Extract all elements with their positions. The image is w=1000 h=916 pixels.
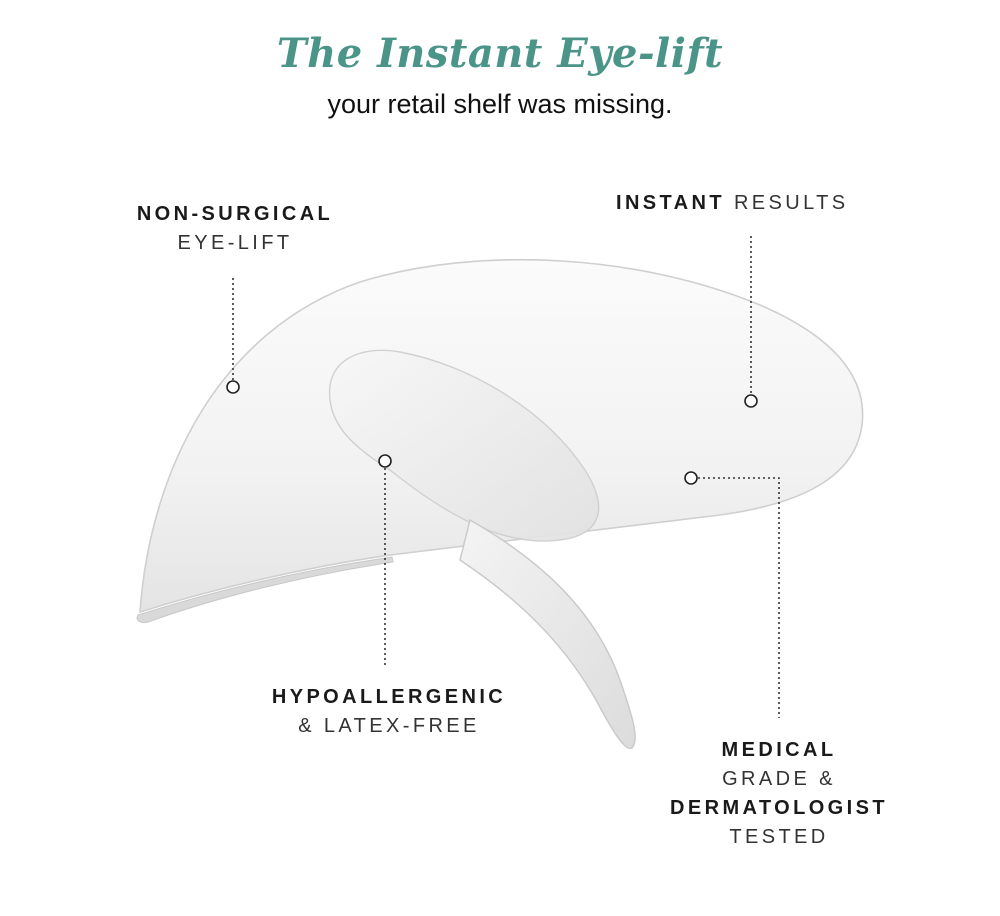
hotspot-hypoallergenic — [378, 454, 392, 468]
callout-medical-grade: GRADE & — [722, 768, 836, 790]
callout-instant-bold: INSTANT — [616, 192, 725, 214]
patch-rim-shape — [136, 556, 394, 623]
callout-dermatologist-bold: DERMATOLOGIST — [670, 797, 888, 819]
callout-instant: INSTANT RESULTS — [616, 189, 849, 218]
callout-non-surgical-bold: NON-SURGICAL — [136, 203, 334, 225]
hotspot-markers — [226, 380, 758, 485]
hotspot-medical — [684, 471, 698, 485]
callout-non-surgical-regular: EYE-LIFT — [177, 232, 293, 254]
patch-tail-shape — [459, 518, 636, 750]
callout-hypoallergenic-bold: HYPOALLERGENIC — [271, 686, 507, 708]
inner-crescent-shape — [328, 349, 600, 542]
callout-medical-bold: MEDICAL — [721, 739, 837, 761]
callout-non-surgical: NON-SURGICAL EYE-LIFT — [112, 200, 358, 258]
callout-hypoallergenic: HYPOALLERGENIC & LATEX-FREE — [240, 683, 538, 741]
page-title: The Instant Eye-lift — [276, 30, 724, 77]
callout-leaders — [232, 236, 780, 718]
callout-instant-regular: RESULTS — [733, 192, 849, 214]
callout-medical: MEDICAL GRADE & DERMATOLOGIST TESTED — [642, 736, 916, 852]
hotspot-instant — [744, 394, 758, 408]
hotspot-non-surgical — [226, 380, 240, 394]
page-subtitle: your retail shelf was missing. — [327, 89, 673, 119]
callout-tested: TESTED — [729, 826, 829, 848]
callout-hypoallergenic-regular: & LATEX-FREE — [298, 715, 480, 737]
